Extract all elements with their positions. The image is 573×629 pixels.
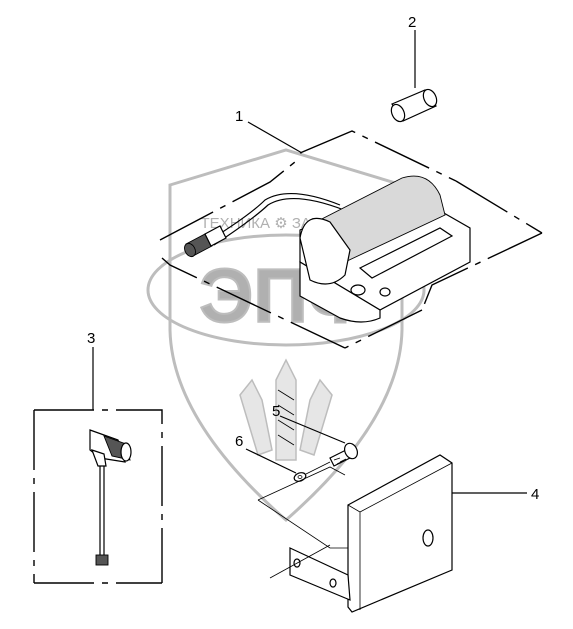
part-3-outline (33, 347, 163, 584)
part-5-bolt (279, 415, 359, 467)
part-1-sensor-housing (184, 175, 471, 323)
callout-5: 5 (272, 403, 280, 420)
callout-2: 2 (408, 14, 416, 31)
part-2-sleeve (390, 30, 438, 123)
watermark-oval (146, 233, 426, 347)
callout-4: 4 (531, 486, 539, 503)
wheat-icon (239, 358, 333, 461)
watermark-shield (168, 148, 404, 522)
part-1-connector (184, 225, 227, 258)
watermark: ТЕХНИКА ⚙ ЗАПЧАСТИ ЭПФ (146, 148, 426, 522)
callout-3: 3 (87, 330, 95, 347)
part-1-outline (159, 121, 543, 349)
callout-1: 1 (235, 108, 243, 125)
callout-6: 6 (235, 433, 243, 450)
part-3-harness (89, 429, 132, 566)
part-4-bracket (257, 454, 527, 613)
